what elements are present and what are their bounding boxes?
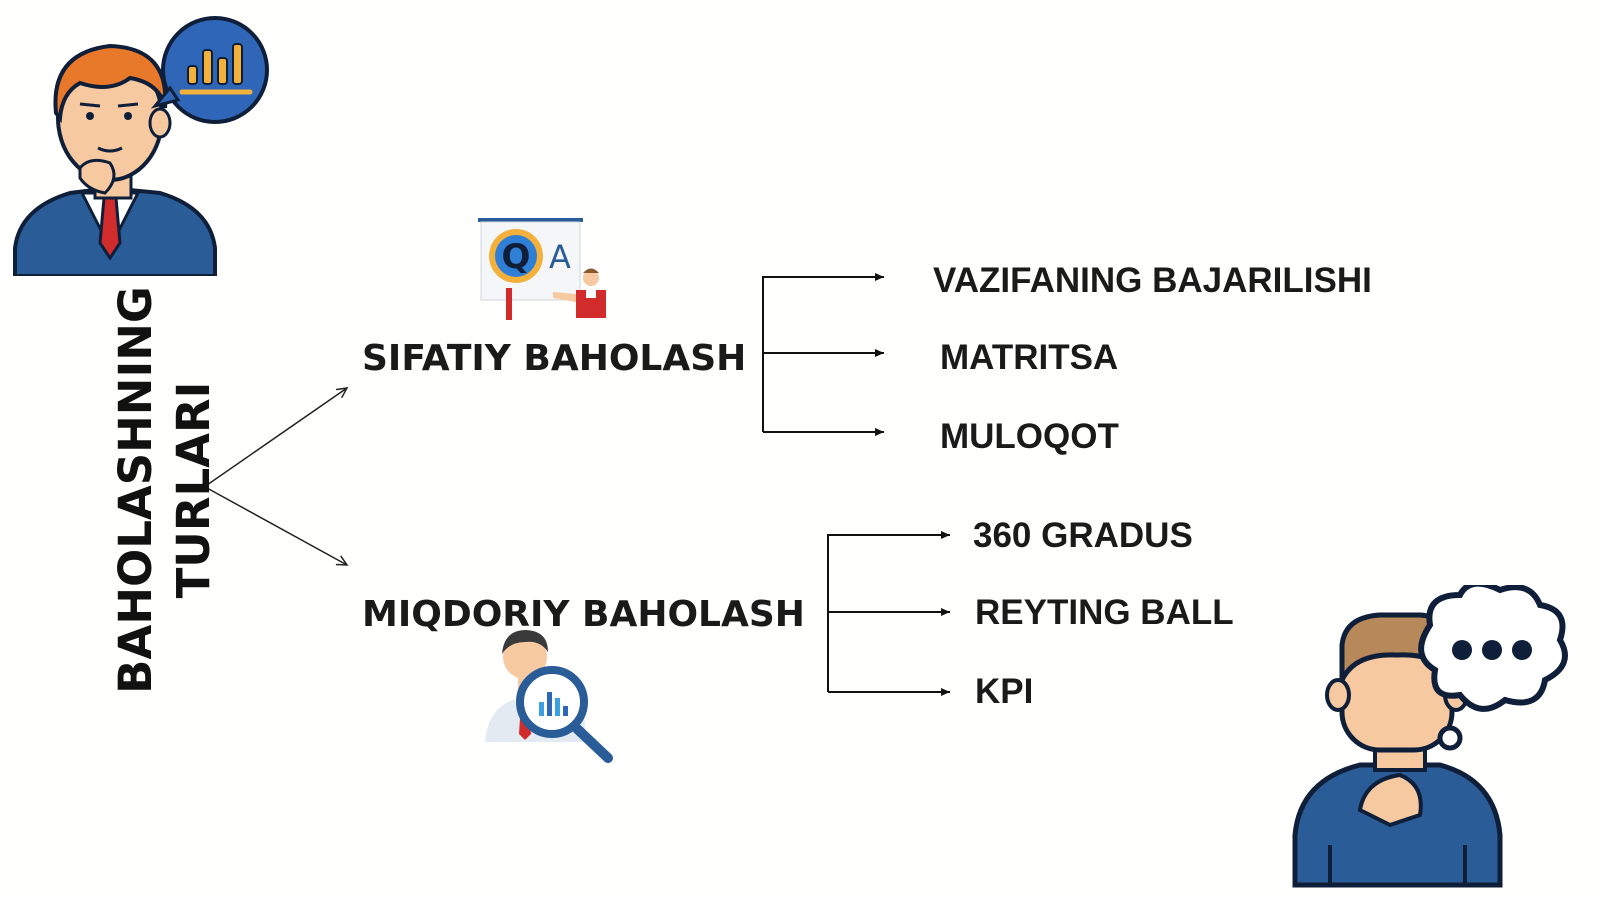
qa-letter-q: Q (502, 237, 531, 277)
branch-label-sifatiy: SIFATIY BAHOLASH (362, 338, 747, 379)
branch-label-miqdoriy: MIQDORIY BAHOLASH (362, 594, 805, 635)
thinking-person-icon (1292, 585, 1568, 888)
root-title: BAHOLASHNING TURLARI (107, 286, 223, 694)
analyst-magnifier-icon (485, 630, 613, 763)
leaf-360-gradus: 360 GRADUS (973, 516, 1193, 555)
leaf-vazifaning-bajarilishi: VAZIFANING BAJARILISHI (933, 261, 1372, 300)
qa-letter-a: A (549, 238, 571, 276)
arrow-root-to-sifatiy (206, 388, 347, 486)
leaf-matritsa: MATRITSA (940, 338, 1119, 377)
root-title-line1: BAHOLASHNING (109, 286, 162, 694)
leaf-muloqot: MULOQOT (940, 417, 1119, 456)
thinking-businessman-icon (13, 16, 269, 276)
bracket-miqdoriy (827, 531, 950, 696)
bracket-sifatiy (762, 273, 884, 436)
qa-presentation-icon: Q A (478, 218, 606, 320)
arrow-root-to-miqdoriy (206, 487, 347, 565)
root-title-line2: TURLARI (167, 381, 220, 599)
leaf-reyting-ball: REYTING BALL (975, 593, 1234, 632)
leaf-kpi: KPI (975, 672, 1034, 711)
